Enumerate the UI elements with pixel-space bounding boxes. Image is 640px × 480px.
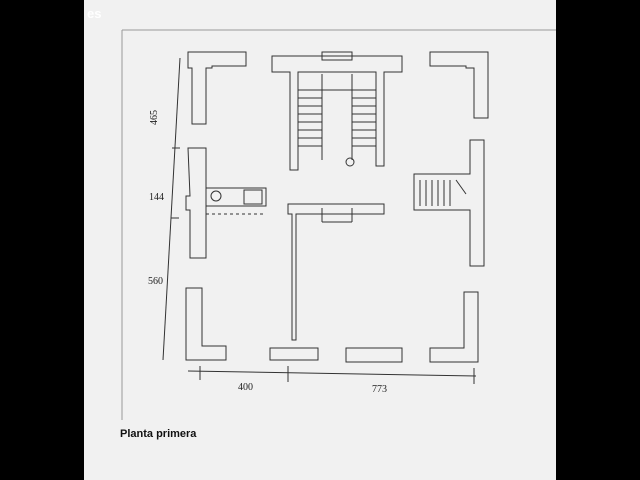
partition-wall bbox=[287, 203, 385, 341]
stair-core bbox=[271, 55, 403, 171]
plan-sheet bbox=[84, 0, 556, 480]
dimension-line-left bbox=[162, 57, 181, 361]
stair-landing bbox=[321, 51, 353, 61]
wall-pier-top-right bbox=[429, 51, 489, 119]
dimension-label-left-middle: 144 bbox=[149, 192, 164, 203]
side-stair-treads bbox=[419, 179, 467, 206]
wc-room bbox=[205, 187, 267, 207]
dimension-label-bottom-right: 773 bbox=[372, 384, 387, 395]
wall-pier-bottom-left bbox=[185, 287, 227, 361]
wall-pier-left-middle bbox=[185, 147, 207, 259]
dimension-line-bottom bbox=[187, 370, 477, 377]
wall-pier-right-middle bbox=[413, 139, 485, 267]
stair-treads bbox=[298, 74, 376, 160]
wall-pier-top-left bbox=[187, 51, 247, 125]
wall-pier-bottom-right bbox=[429, 291, 479, 363]
watermark-label: es bbox=[87, 6, 102, 21]
dimension-label-bottom-left: 400 bbox=[238, 382, 253, 393]
bath-fixture bbox=[243, 189, 263, 205]
stair-newel bbox=[345, 157, 355, 167]
wc-fixture bbox=[210, 190, 222, 202]
dimension-label-left-top: 465 bbox=[149, 110, 160, 125]
wall-pier-bottom-center-right bbox=[345, 347, 403, 363]
dimension-label-left-bottom: 560 bbox=[148, 276, 163, 287]
wall-pier-bottom-center-left bbox=[269, 347, 319, 361]
plan-caption: Planta primera bbox=[120, 428, 197, 440]
